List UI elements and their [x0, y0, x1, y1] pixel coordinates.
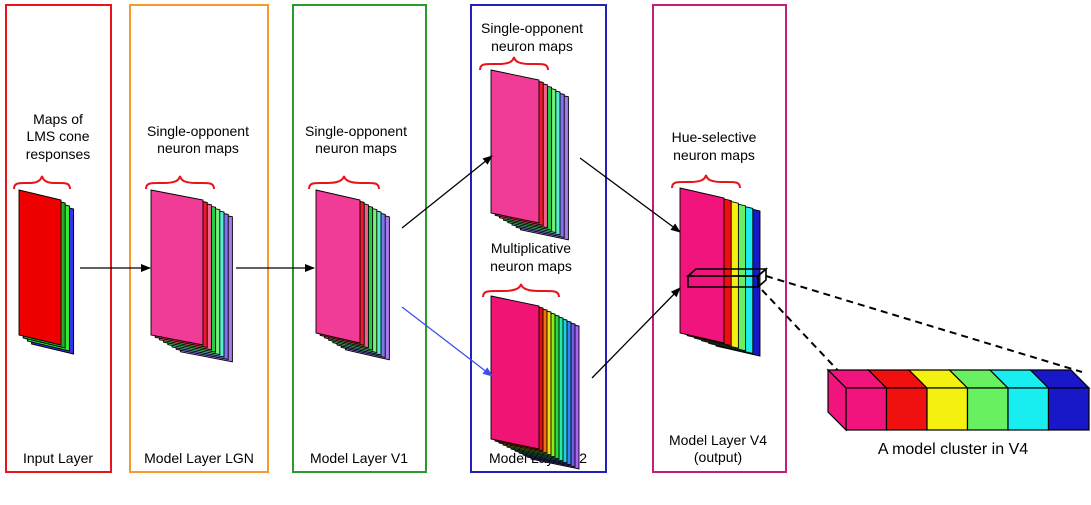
stack-input-sheet: [18, 189, 62, 346]
v4-hue-stack: [679, 187, 761, 357]
v2-multiplicative-stack: [490, 295, 580, 470]
v2-bottom-caption-line-2: neuron maps: [490, 258, 572, 274]
v1-brace: [308, 175, 380, 190]
v2-top-brace: [479, 56, 549, 71]
v4-cluster-highlight: [685, 267, 769, 289]
zoom-line-top: [765, 275, 1083, 373]
v4-layer-footer-line-2: (output): [694, 449, 742, 465]
stack-v2-top-sheet: [490, 69, 540, 224]
lgn-layer-footer: Model Layer LGN: [144, 450, 254, 466]
input-map-stack: [18, 189, 75, 355]
cluster-cell-front: [1047, 387, 1090, 431]
lgn-brace: [145, 175, 215, 190]
cluster-cell-front: [1007, 387, 1050, 431]
cluster-cell-front: [926, 387, 969, 431]
v1-caption-line-1: Single-opponent: [305, 123, 407, 139]
input-caption-line-1: Maps of: [33, 111, 83, 127]
input-caption-line-2: LMS cone: [26, 128, 89, 144]
arrow-v1-to-v2-top: [401, 155, 493, 229]
v2-top-caption-line-2: neuron maps: [491, 38, 573, 54]
arrow-v2-top-to-v4: [579, 157, 681, 233]
v4-caption-line-1: Hue-selective: [672, 129, 757, 145]
lgn-caption-line-1: Single-opponent: [147, 123, 249, 139]
stack-v4-sheet: [679, 187, 725, 344]
v4-layer-box: [652, 4, 787, 473]
v2-bottom-brace: [482, 283, 560, 298]
v2-top-caption-line-1: Single-opponent: [481, 20, 583, 36]
cluster-cell-front: [885, 387, 928, 431]
input-brace: [13, 175, 71, 190]
lgn-caption-line-2: neuron maps: [157, 140, 239, 156]
stack-lgn-sheet: [150, 189, 204, 346]
cluster-label: A model cluster in V4: [878, 441, 1028, 458]
zoom-line-bottom: [761, 289, 846, 379]
v4-brace: [671, 174, 741, 189]
v1-layer-footer: Model Layer V1: [310, 450, 408, 466]
arrow-v1-to-v2-bottom: [401, 306, 493, 377]
cluster-cell-front: [966, 387, 1009, 431]
cluster-side-face: [827, 368, 847, 432]
v4-cluster-enlarged: [826, 368, 1091, 432]
v1-layer-box: [292, 4, 427, 473]
input-caption-line-3: responses: [26, 146, 91, 162]
arrow-v2-bottom-to-v4: [591, 287, 681, 379]
v4-caption-line-2: neuron maps: [673, 147, 755, 163]
input-layer-box: [5, 4, 112, 473]
input-layer-footer: Input Layer: [23, 450, 93, 466]
v4-layer-footer-line-1: Model Layer V4: [669, 432, 767, 448]
v1-caption-line-2: neuron maps: [315, 140, 397, 156]
v2-single-opponent-stack: [490, 69, 569, 241]
v2-bottom-caption-line-1: Multiplicative: [491, 240, 571, 256]
cluster-cell-front: [845, 387, 888, 431]
v2-layer-box: [470, 4, 607, 473]
stack-v1-sheet: [315, 189, 361, 344]
lgn-layer-box: [129, 4, 269, 473]
v1-map-stack: [315, 189, 390, 361]
lgn-map-stack: [150, 189, 233, 363]
stack-v2-bottom-sheet: [490, 295, 540, 450]
